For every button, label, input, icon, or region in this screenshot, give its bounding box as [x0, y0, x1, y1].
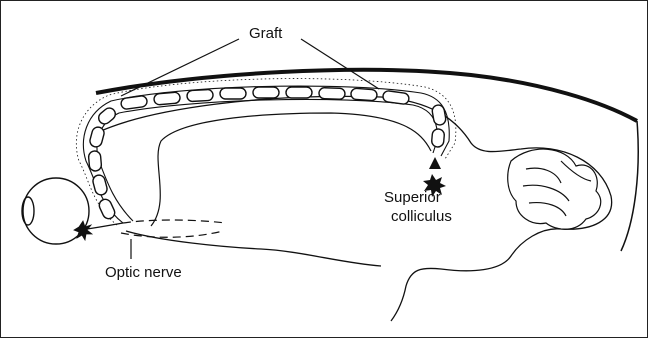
skull-outline-right: [621, 121, 638, 251]
optic-nerve-label: Optic nerve: [105, 264, 182, 281]
graft-label: Graft: [249, 25, 283, 42]
optic-nerve: [121, 220, 226, 237]
graft-terminal-arrow: [429, 157, 441, 169]
cerebellum: [508, 149, 601, 229]
cortex-inner-curve: [151, 113, 431, 226]
axon-line: [87, 223, 123, 229]
graft-leaders: [121, 39, 379, 96]
superior-colliculus-label-line2: colliculus: [391, 208, 452, 225]
superior-colliculus-label-line1: Superior: [384, 189, 441, 206]
